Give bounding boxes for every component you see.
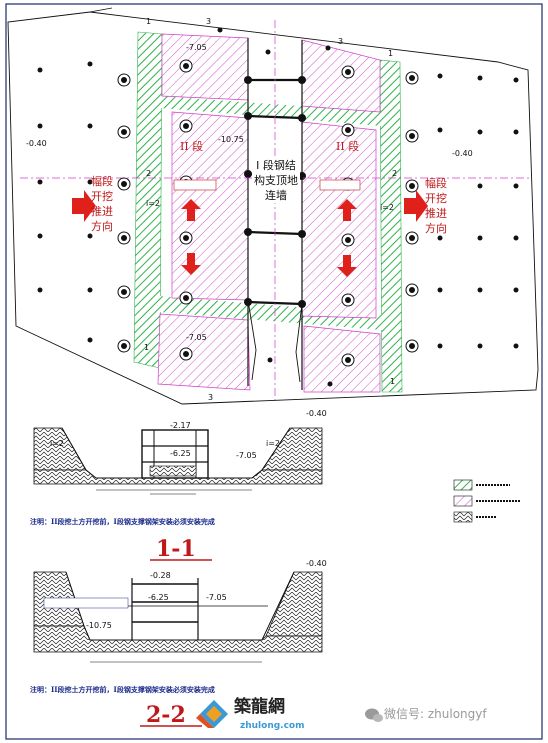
section2-elev-2: -6.25 bbox=[148, 593, 169, 602]
watermark-wechat: 微信号: zhulongyf bbox=[384, 707, 487, 721]
section-marker: 2 bbox=[146, 169, 151, 178]
green-zone-right bbox=[379, 59, 403, 393]
section2-elev-5: -10.75 bbox=[86, 621, 112, 630]
section1-elev-3: -7.05 bbox=[236, 451, 257, 460]
center-stage-label: I 段钢结构支顶地连墙 bbox=[252, 158, 300, 203]
magenta-bottom-left bbox=[157, 313, 251, 391]
direction-label-left: 幅段开挖推进方向 bbox=[91, 175, 113, 233]
section-1-1: -2.17 -6.25 -7.05 -0.40 i=2 i=2 注明：II段挖土… bbox=[30, 409, 327, 562]
watermark: 築龍網 zhulong.com 微信号: zhulongyf bbox=[196, 696, 487, 731]
section-marker: 1 bbox=[146, 17, 151, 26]
section1-elev-1: -2.17 bbox=[170, 421, 191, 430]
section1-title: 1-1 bbox=[156, 536, 196, 562]
section2-title: 2-2 bbox=[146, 702, 186, 728]
section1-note: 注明：II段挖土方开挖前，I段钢支撑钢架安装必须安装完成 bbox=[30, 517, 215, 526]
legend bbox=[453, 479, 520, 523]
section-marker: 2 bbox=[392, 169, 397, 178]
section1-elev-2: -6.25 bbox=[170, 449, 191, 458]
plan-view: 1 1 2 2 3 3 1 1 3 -7.05 -7.05 -0.40 -0.4… bbox=[7, 7, 539, 405]
left-direction-arrow bbox=[72, 190, 96, 222]
stage-label-right: II 段 bbox=[336, 139, 359, 153]
axis-lines bbox=[20, 20, 530, 400]
section2-elev-3: -7.05 bbox=[206, 593, 227, 602]
section1-elev-4: -0.40 bbox=[306, 409, 327, 418]
watermark-url: zhulong.com bbox=[240, 721, 305, 731]
section-2-2: -0.28 -6.25 -7.05 -0.40 -10.75 注明：II段挖土方… bbox=[30, 559, 327, 728]
elevation-top: -7.05 bbox=[186, 43, 207, 52]
right-direction-arrow bbox=[404, 190, 428, 222]
watermark-brand: 築龍網 bbox=[233, 696, 285, 717]
elevation-left: -0.40 bbox=[26, 139, 47, 148]
section-marker: 1 bbox=[388, 49, 393, 58]
green-ring-bottom bbox=[160, 296, 382, 330]
elevation-right: -0.40 bbox=[452, 149, 473, 158]
slope-right: i=2 bbox=[380, 203, 394, 212]
direction-label-right: 幅段开挖推进方向 bbox=[425, 177, 447, 235]
elevation-bottom: -7.05 bbox=[186, 333, 207, 342]
section1-earth-right bbox=[261, 427, 323, 471]
zhulong-logo-icon bbox=[196, 700, 228, 728]
section2-elev-1: -0.28 bbox=[150, 571, 171, 580]
slope-left: i=2 bbox=[146, 199, 160, 208]
section2-earth-right bbox=[265, 571, 323, 637]
section-marker: 1 bbox=[390, 377, 395, 386]
section-marker: 3 bbox=[338, 37, 343, 46]
section2-note: 注明：II段挖土方开挖前，I段钢支撑钢架安装必须安装完成 bbox=[30, 685, 215, 694]
section1-slope-left: i=2 bbox=[50, 439, 64, 448]
section-marker: 1 bbox=[144, 343, 149, 352]
section2-elev-4: -0.40 bbox=[306, 559, 327, 568]
green-ring-top bbox=[160, 96, 382, 126]
wechat-icon bbox=[365, 708, 383, 722]
section1-slope-right: i=2 bbox=[266, 439, 280, 448]
boundary-inner bbox=[89, 7, 113, 13]
section-marker: 3 bbox=[208, 393, 213, 402]
elevation-center: -10.75 bbox=[218, 135, 244, 144]
section-marker: 3 bbox=[206, 17, 211, 26]
section1-earth-left bbox=[33, 427, 87, 471]
red-arrows bbox=[72, 190, 428, 277]
strut-nodes bbox=[244, 76, 306, 308]
drawing-frame bbox=[5, 3, 543, 740]
stage-label-left: II 段 bbox=[180, 139, 203, 153]
